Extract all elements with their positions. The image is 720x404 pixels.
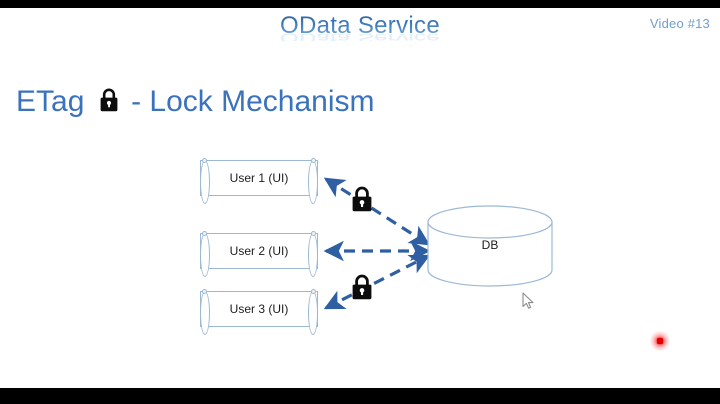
doc-pin-right bbox=[311, 289, 316, 294]
doc-pin-left bbox=[202, 158, 207, 163]
user-box-1[interactable]: User 1 (UI) bbox=[200, 158, 318, 204]
presentation-slide: OData Service OData Service Video #13 ET… bbox=[0, 8, 720, 388]
doc-pin-right bbox=[311, 158, 316, 163]
heading-text-before-lock: ETag bbox=[16, 85, 85, 118]
doc-pin-right bbox=[311, 231, 316, 236]
connector-user3-db bbox=[323, 254, 431, 310]
recording-indicator-core bbox=[657, 338, 663, 344]
doc-curl-right bbox=[308, 233, 318, 277]
doc-pin-left bbox=[202, 289, 207, 294]
connector-layer bbox=[323, 177, 553, 310]
doc-curl-right bbox=[308, 291, 318, 335]
doc-curl-right bbox=[308, 160, 318, 204]
user-box-2-label: User 2 (UI) bbox=[229, 244, 289, 258]
lock-icon bbox=[98, 84, 120, 124]
letterbox-bar-top bbox=[0, 0, 720, 8]
heading-text-after-lock: - Lock Mechanism bbox=[131, 85, 375, 118]
user-box-1-label: User 1 (UI) bbox=[229, 171, 289, 185]
connector-lock-icon-user3 bbox=[350, 273, 374, 306]
user-box-2[interactable]: User 2 (UI) bbox=[200, 231, 318, 277]
recording-indicator bbox=[650, 331, 670, 351]
mouse-cursor-icon bbox=[522, 292, 535, 315]
database-cylinder-shape bbox=[427, 205, 553, 287]
doc-curl-left bbox=[200, 291, 210, 335]
database-label: DB bbox=[481, 238, 499, 252]
database-node[interactable]: DB bbox=[428, 208, 552, 284]
connector-lock-icon-user1 bbox=[350, 185, 374, 218]
etag-lock-diagram: User 1 (UI) User 2 (UI) User 3 (UI) DB bbox=[0, 8, 720, 388]
video-number-badge: Video #13 bbox=[649, 16, 710, 31]
connector-user1-db bbox=[323, 177, 431, 246]
letterbox-bar-bottom bbox=[0, 388, 720, 404]
doc-curl-left bbox=[200, 160, 210, 204]
doc-pin-left bbox=[202, 231, 207, 236]
doc-curl-left bbox=[200, 233, 210, 277]
user-box-3-label: User 3 (UI) bbox=[229, 302, 289, 316]
page-title: ETag - Lock Mechanism bbox=[16, 82, 375, 124]
user-box-3[interactable]: User 3 (UI) bbox=[200, 289, 318, 335]
